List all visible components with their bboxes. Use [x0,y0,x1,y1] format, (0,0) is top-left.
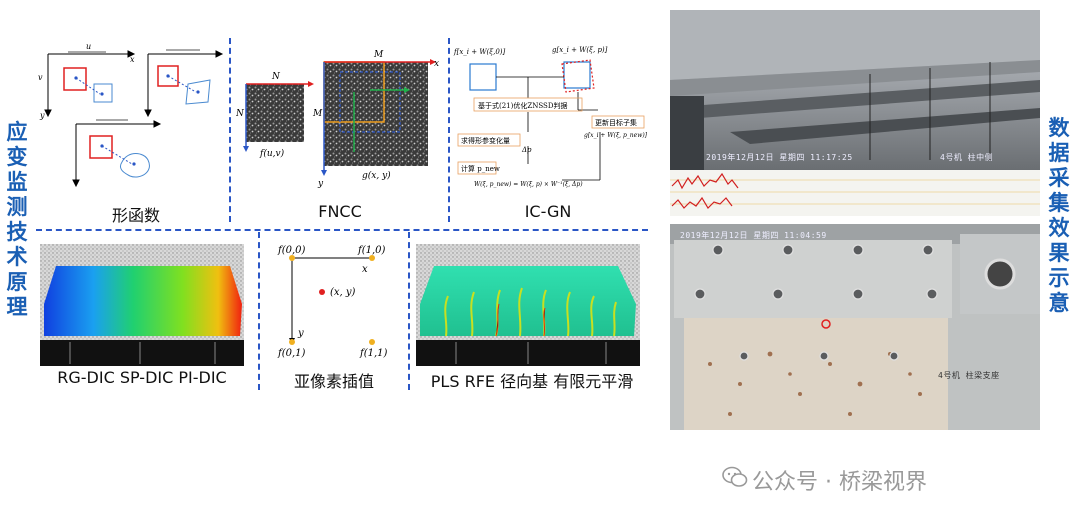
photo-bearing-plate: 2019年12月12日 星期四 11:04:59 4号机 柱梁支座 [670,224,1040,430]
shape-v-label: v [38,73,43,82]
photo-top-tag: 4号机 柱中侧 [940,153,994,162]
divider-v3 [258,232,260,390]
fncc-diagram: N N f(u,v) M M x y g(x, y) [236,50,439,189]
caption-shape-function: 形函数 [111,206,160,225]
icgn-step-update: 更新目标子集 [595,118,637,127]
photo-bottom-tag: 4号机 柱梁支座 [938,371,1000,380]
subpixel-f10: f(1,0) [357,245,386,256]
right-vertical-title: 数据采集效果示意 [1048,116,1070,315]
subpixel-f01: f(0,1) [277,348,306,359]
watermark: 公众号 · 桥梁视界 [752,470,927,495]
icgn-diagram: f[x_i + W(ξ,0)] g[x_i + W(ξ, p)] 基于式(21)… [453,46,648,188]
subpixel-diagram: f(0,0) f(1,0) x (x, y) y f(0,1) f(1,1) [277,245,388,359]
subpixel-f00: f(0,0) [277,245,306,256]
subpixel-x-axis: x [362,264,368,275]
shape-function-diagram: x y u v [38,42,224,188]
caption-subpixel: 亚像素插值 [293,372,374,391]
shape-u-label: u [86,42,91,51]
caption-smoothing: PLS RFE 径向基 有限元平滑 [430,372,634,391]
caption-icgn: IC-GN [524,202,572,221]
fncc-n-top: N [271,72,281,82]
smoothed-strain-field [416,244,640,366]
icgn-step-deform: 求得形参变化量 [461,136,510,145]
photo-bridge-underside: 2019年12月12日 星期四 11:17:25 4号机 柱中侧 [670,10,1040,216]
caption-fncc: FNCC [318,202,362,221]
icgn-step-optimize: 基于式(21)优化ZNSSD判据 [478,101,567,110]
subpixel-y-axis: y [297,328,304,339]
fncc-g-label: g(x, y) [362,170,391,181]
icgn-step-compute: 计算 p_new [461,164,500,173]
fncc-f-label: f(u,v) [259,148,285,159]
icgn-f-ref: f[x_i + W(ξ,0)] [453,48,506,56]
shape-x-label: x [130,55,135,64]
subpixel-xy: (x, y) [330,287,356,298]
caption-dic-variants: RG-DIC SP-DIC PI-DIC [57,368,227,387]
dic-displacement-field [40,244,244,366]
divider-v2 [448,38,450,222]
fncc-m-left: M [312,109,323,119]
divider-h [36,229,648,231]
photo-bottom-timestamp: 2019年12月12日 星期四 11:04:59 [680,231,827,240]
left-vertical-title: 应变监测技术原理 [6,120,28,319]
fncc-n-left: N [236,109,245,119]
shape-y-label: y [39,111,45,120]
divider-v4 [408,232,410,390]
icgn-g-def: g[x_i + W(ξ, p)] [552,46,608,54]
fncc-x-label: x [434,59,439,69]
fncc-y-label: y [317,179,324,189]
photo-top-timestamp: 2019年12月12日 星期四 11:17:25 [706,153,853,162]
subpixel-f11: f(1,1) [359,348,388,359]
divider-v1 [229,38,231,222]
icgn-update-formula: W(ξ, p_new) = W(ξ, p) × W⁻¹(ξ, Δp) [474,181,583,188]
icgn-delta-p: Δp [521,146,532,154]
fncc-m-top: M [373,50,384,60]
icgn-g-new: g[x_i + W(ξ, p_new)] [584,132,648,139]
wechat-icon [722,466,748,488]
